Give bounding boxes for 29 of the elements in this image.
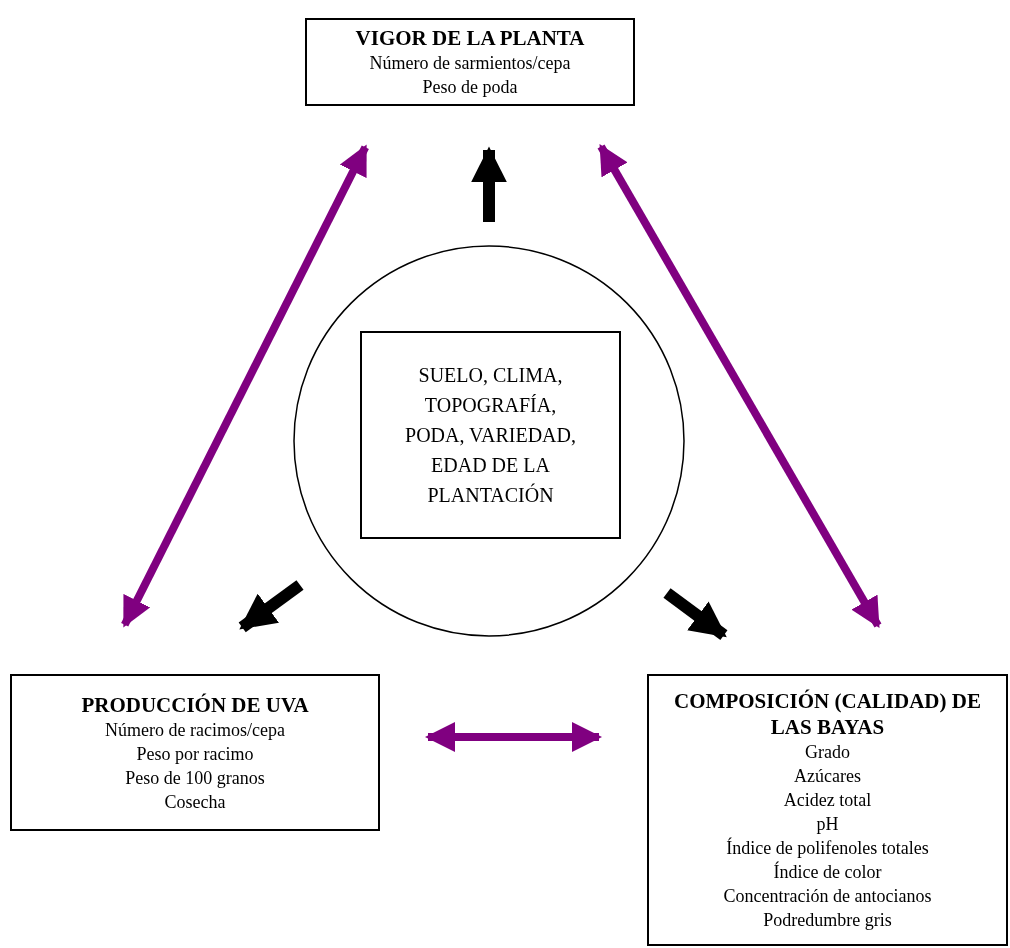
box-heading: VIGOR DE LA PLANTA	[355, 25, 585, 51]
box-heading: COMPOSICIÓN (CALIDAD) DE LAS BAYAS	[673, 688, 982, 740]
box-item: Peso por racimo	[136, 742, 254, 766]
box-item: Número de sarmientos/cepa	[369, 52, 571, 75]
box-item: Peso de poda	[422, 76, 518, 99]
box-item: Podredumbre gris	[763, 909, 892, 932]
arrow	[471, 146, 507, 222]
box-item: Índice de color	[773, 860, 882, 884]
box-heading: PRODUCCIÓN DE UVA	[81, 691, 309, 718]
arrow	[121, 144, 369, 628]
arrow	[663, 588, 728, 640]
circle-shape	[293, 245, 685, 637]
box-item: Número de racimos/cepa	[105, 718, 285, 742]
box-item: Índice de polifenoles totales	[726, 836, 929, 860]
category-box	[10, 674, 380, 831]
category-box	[305, 18, 635, 106]
box-item: Azúcares	[794, 765, 861, 788]
factor-box	[360, 331, 621, 539]
arrow	[425, 722, 602, 752]
factor-text: SUELO, CLIMA, TOPOGRAFÍA, PODA, VARIEDAD, EDAD DE LA PLANTACIÓN	[404, 363, 577, 508]
box-item: Cosecha	[164, 790, 226, 814]
arrow	[597, 143, 882, 629]
box-item: Peso de 100 granos	[125, 766, 265, 790]
box-item: Acidez total	[783, 789, 872, 812]
box-item: Concentración de antocianos	[723, 885, 932, 908]
box-item: Grado	[805, 741, 850, 764]
category-box	[647, 674, 1008, 946]
box-item: pH	[816, 813, 839, 836]
arrow	[238, 580, 304, 633]
